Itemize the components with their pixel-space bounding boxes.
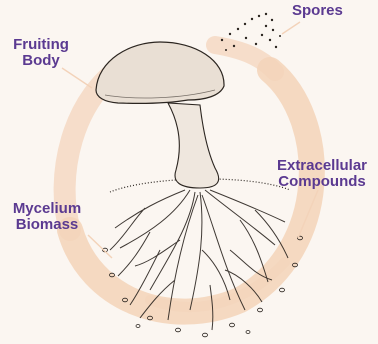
label-fruiting-body: Fruiting Body xyxy=(6,37,76,69)
label-fruiting-body-line2: Body xyxy=(6,53,76,69)
label-mycelium-biomass: Mycelium Biomass xyxy=(2,201,92,233)
label-extracellular-compounds: Extracellular Compounds xyxy=(268,158,376,190)
label-extracellular-line2: Compounds xyxy=(268,174,376,190)
mushroom-stem xyxy=(168,103,219,188)
label-mycelium-line2: Biomass xyxy=(2,217,92,233)
label-extracellular-line1: Extracellular xyxy=(268,158,376,174)
label-fruiting-body-line1: Fruiting xyxy=(6,37,76,53)
mushroom-cap xyxy=(96,42,224,103)
label-mycelium-line1: Mycelium xyxy=(2,201,92,217)
label-spores: Spores xyxy=(292,3,343,19)
